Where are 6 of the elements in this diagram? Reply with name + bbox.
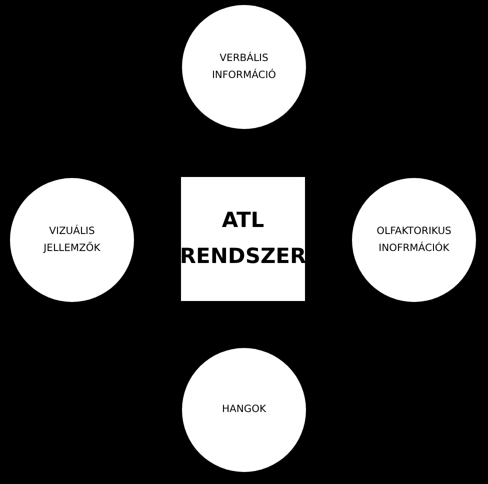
circle-label: VIZUÁLIS JELLEMZŐK bbox=[42, 224, 102, 256]
center-box bbox=[181, 177, 305, 301]
circle-label: VERBÁLIS INFORMÁCIÓ bbox=[210, 50, 278, 83]
circle-label: OLFAKTORIKUS INOFRMÁCIÓK bbox=[376, 224, 452, 256]
circle-label: HANGOK bbox=[222, 403, 266, 418]
box-title: ATL RENDSZER bbox=[180, 207, 306, 270]
